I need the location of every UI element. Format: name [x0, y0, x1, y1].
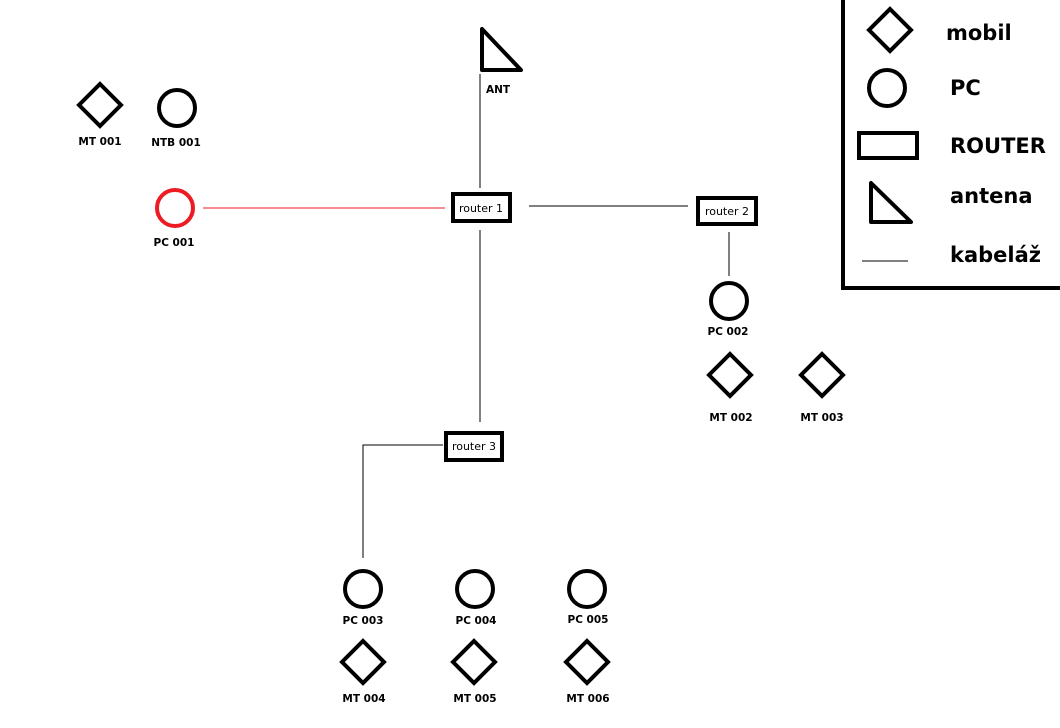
mt006-icon — [563, 638, 611, 686]
legend-pc-label: PC — [950, 76, 981, 100]
pc005-icon — [567, 569, 607, 609]
mt005-label: MT 005 — [453, 693, 496, 705]
mt005-icon — [450, 638, 498, 686]
ntb001-label: NTB 001 — [151, 137, 201, 149]
router1-label: router 1 — [459, 202, 503, 215]
mt004-icon — [339, 638, 387, 686]
legend: mobil PC ROUTER antena kabeláž — [841, 0, 1060, 290]
legend-antena-label: antena — [950, 184, 1033, 208]
router2-icon — [696, 196, 758, 226]
legend-router-icon — [857, 131, 919, 160]
antenna-icon — [480, 27, 523, 72]
pc002-icon — [709, 281, 749, 321]
legend-border — [841, 0, 1060, 290]
mt004-label: MT 004 — [342, 693, 385, 705]
legend-kabelaz-label: kabeláž — [950, 243, 1041, 267]
ant-label: ANT — [486, 84, 511, 96]
ntb001-icon — [157, 88, 197, 128]
pc003-label: PC 003 — [343, 615, 384, 627]
legend-mobil-icon — [866, 6, 914, 54]
legend-pc-icon — [867, 68, 907, 108]
cables — [203, 74, 730, 558]
mt003-label: MT 003 — [800, 412, 843, 424]
legend-antenna-icon — [869, 181, 913, 224]
pc001-icon — [155, 188, 195, 228]
pc004-label: PC 004 — [456, 615, 497, 627]
router2-label: router 2 — [705, 205, 749, 218]
mt001-icon — [76, 81, 124, 129]
router3-label: router 3 — [452, 440, 496, 453]
pc002-label: PC 002 — [708, 326, 749, 338]
mt006-label: MT 006 — [566, 693, 609, 705]
mt002-icon — [706, 351, 754, 399]
legend-mobil-label: mobil — [946, 21, 1012, 45]
cable-router3-pc003 — [362, 444, 443, 558]
pc003-icon — [343, 569, 383, 609]
pc005-label: PC 005 — [568, 614, 609, 626]
router3-icon — [444, 431, 504, 462]
pc004-icon — [455, 569, 495, 609]
pc001-label: PC 001 — [154, 237, 195, 249]
mt001-label: MT 001 — [78, 136, 121, 148]
legend-router-label: ROUTER — [950, 134, 1046, 158]
mt003-icon — [798, 351, 846, 399]
router1-icon — [451, 192, 512, 223]
mt002-label: MT 002 — [709, 412, 752, 424]
